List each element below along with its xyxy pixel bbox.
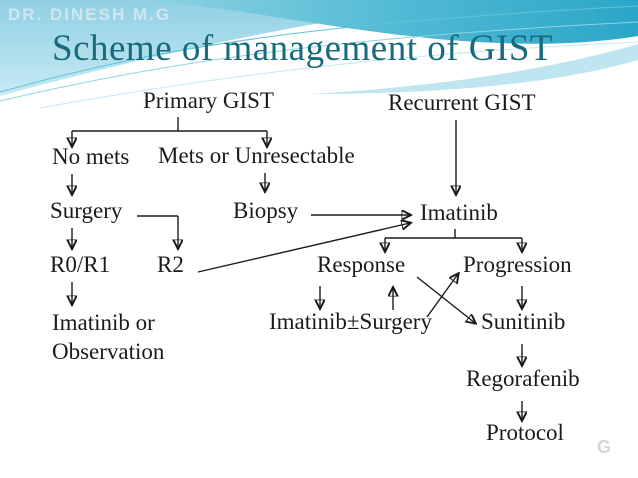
wave-decoration (0, 0, 638, 109)
node-mets-or-unresectable: Mets or Unresectable (158, 143, 355, 168)
edge-r2-imatinib (197, 223, 410, 273)
node-surgery: Surgery (50, 198, 123, 223)
node-primary-gist: Primary GIST (143, 88, 274, 113)
wave-line-2 (0, 21, 638, 102)
node-r0r1: R0/R1 (50, 252, 111, 277)
node-response: Response (317, 252, 406, 277)
node-regorafenib: Regorafenib (466, 366, 580, 391)
wave-cyan-band (130, 0, 638, 44)
node-protocol: Protocol (486, 420, 564, 445)
node-imatinib-or-observation-line2: Observation (52, 339, 165, 364)
node-imatinib-or-observation: Imatinib or Observation (52, 308, 164, 366)
node-imatinib-pm-surgery: Imatinib±Surgery (269, 309, 432, 334)
edge-response-sunitinib (416, 276, 475, 323)
wave-lightblue-shape (0, 0, 480, 96)
wave-line-1 (0, 5, 638, 93)
page-title: Scheme of management of GIST (52, 28, 554, 69)
wave-line-3 (39, 41, 638, 109)
edge-imatinibsurgery-progression (426, 274, 458, 318)
node-biopsy: Biopsy (233, 198, 299, 223)
node-sunitinib: Sunitinib (481, 309, 566, 334)
node-imatinib-or-observation-line1: Imatinib or (52, 310, 155, 335)
wave-pale-band (310, 44, 638, 94)
node-progression: Progression (463, 252, 572, 277)
watermark-author: DR. DINESH M.G (8, 5, 172, 24)
node-r2: R2 (157, 252, 184, 277)
edge-imatinib-branch (385, 229, 522, 251)
node-recurrent-gist: Recurrent GIST (388, 90, 536, 115)
edge-primarygist-branch (72, 117, 267, 146)
node-no-mets: No mets (52, 144, 130, 169)
node-imatinib: Imatinib (420, 200, 498, 225)
watermark-corner: G (597, 437, 612, 457)
edge-surgery-r2 (137, 215, 178, 248)
